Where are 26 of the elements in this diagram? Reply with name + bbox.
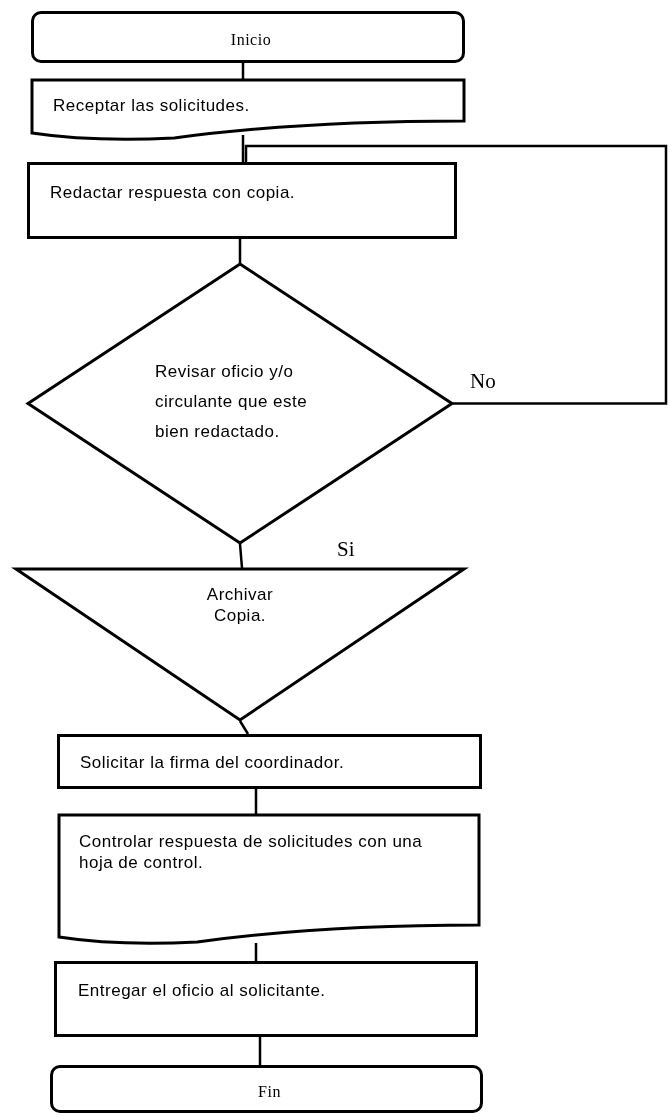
connector-line	[254, 789, 258, 814]
connector-line	[241, 63, 245, 79]
connector-line	[241, 135, 245, 162]
node-text: Inicio	[229, 30, 273, 50]
node-text: Archivar Copia.	[205, 584, 275, 627]
process-box	[27, 162, 457, 239]
document-box	[31, 79, 465, 141]
connector-line	[254, 943, 258, 961]
node-text: Entregar el oficio al solicitante.	[78, 980, 327, 1002]
node-text: Revisar oficio y/o circulante que este bien redactado.	[155, 361, 309, 443]
terminal-box	[31, 11, 465, 63]
connector-line	[238, 543, 244, 569]
terminal-box	[50, 1065, 483, 1113]
decision-diamond	[27, 263, 453, 544]
process-box	[57, 734, 482, 789]
process-box	[54, 961, 478, 1037]
connector-line	[258, 1037, 262, 1065]
node-text: Receptar las solicitudes.	[53, 95, 251, 117]
connector-line	[244, 144, 668, 405]
node-text: Controlar respuesta de solicitudes con una hoja de control.	[79, 831, 424, 874]
connector-line	[238, 239, 242, 263]
document-box	[58, 814, 480, 945]
connector-line	[238, 720, 250, 735]
node-text: Fin	[257, 1082, 282, 1102]
node-text: Solicitar la firma del coordinador.	[80, 752, 346, 774]
node-text: Redactar respuesta con copia.	[50, 182, 297, 204]
